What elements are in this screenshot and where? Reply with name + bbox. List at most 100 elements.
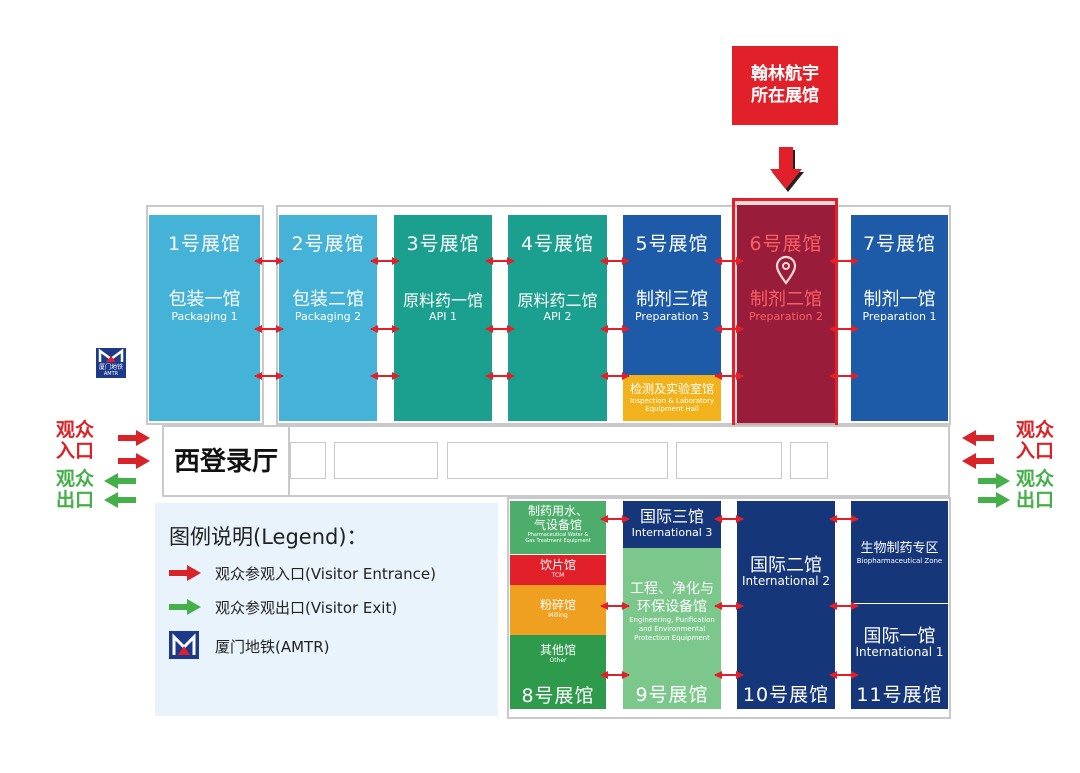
exhibitor-hall-callout: 翰林航宇 所在展馆 (732, 46, 838, 125)
metro-station-icon: 厦门地铁 AMTR (96, 348, 126, 378)
legend-metro-icon (169, 631, 199, 659)
left-exit-label: 观众 出口 (50, 469, 100, 511)
connector-arrow (600, 257, 630, 265)
tcm-english: TCM (551, 572, 565, 579)
connector-arrow (485, 257, 515, 265)
legend-metro-text: 厦门地铁(AMTR) (215, 638, 330, 656)
hall-9-english-3: Protection Equipment (634, 634, 710, 642)
hall-8[interactable]: 其他馆 Other 8号展馆 (510, 635, 606, 709)
intl3-english: International 3 (631, 526, 713, 539)
connector-arrow (254, 325, 284, 333)
connector-arrow (600, 671, 630, 679)
inspection-lab-hall[interactable]: 检测及实验室馆 Inspection & Laboratory Equipmen… (623, 375, 721, 421)
milling-english: Milling (548, 612, 568, 619)
hall-3[interactable]: 3号展馆 原料药一馆 API 1 (394, 215, 492, 421)
corridor-room (447, 442, 668, 479)
tcm-hall[interactable]: 饮片馆 TCM (510, 555, 606, 585)
intl3-name: 国际三馆 (639, 507, 704, 526)
left-entrance-l1: 观众 (55, 419, 94, 441)
connector-arrow (714, 515, 744, 523)
connector-arrow (370, 257, 400, 265)
connector-arrow (714, 325, 744, 333)
down-arrow-icon (770, 147, 804, 192)
connector-arrow (829, 515, 859, 523)
hall-6-number: 6号展馆 (749, 233, 823, 255)
inspection-english-1: Inspection & Laboratory (629, 397, 715, 405)
hall-9-number: 9号展馆 (635, 684, 709, 706)
hall-7[interactable]: 7号展馆 制剂一馆 Preparation 1 (851, 215, 948, 421)
other-english: Other (549, 657, 567, 664)
right-entrance-arrow-icon (962, 453, 994, 469)
hall-7-number: 7号展馆 (862, 233, 937, 255)
hall-11[interactable]: 国际一馆 International 1 11号展馆 (851, 604, 948, 709)
hall-7-name: 制剂一馆 (863, 289, 936, 310)
hall-2[interactable]: 2号展馆 包装二馆 Packaging 2 (279, 215, 377, 421)
hall-2-english: Packaging 2 (294, 310, 362, 323)
hall-9-name-2: 环保设备馆 (637, 599, 707, 615)
hall-3-english: API 1 (429, 310, 457, 323)
corridor-room (676, 442, 782, 479)
hall-1-english: Packaging 1 (171, 310, 238, 323)
connector-arrow (600, 325, 630, 333)
hall-3-name: 原料药一馆 (402, 291, 483, 310)
milling-name: 粉碎馆 (539, 598, 576, 612)
right-entrance-label: 观众 入口 (1010, 420, 1060, 462)
inspection-name: 检测及实验室馆 (629, 382, 714, 396)
hall-5-english: Preparation 3 (634, 310, 710, 323)
hall-1-name: 包装一馆 (168, 289, 241, 310)
hall-4[interactable]: 4号展馆 原料药二馆 API 2 (508, 215, 607, 421)
left-exit-l2: 出口 (55, 489, 94, 511)
pharma-water-english-1: Pharmaceutical Water & (527, 532, 589, 538)
lobby-label: 西登录厅 (173, 447, 278, 477)
right-exit-arrow-icon (978, 473, 1010, 489)
connector-arrow (370, 372, 400, 380)
hall-9-english-2: and Environmental (638, 625, 706, 633)
hall-6-highlight (732, 198, 838, 430)
connector-arrow (829, 602, 859, 610)
hall-10[interactable]: 国际二馆 International 2 10号展馆 (737, 501, 835, 709)
left-entrance-arrow-icon (118, 430, 150, 446)
hall-4-name: 原料药二馆 (517, 291, 598, 310)
hall-1-number: 1号展馆 (167, 233, 242, 255)
hall-6[interactable]: 6号展馆 制剂二馆 Preparation 2 (737, 205, 835, 423)
west-registration-hall[interactable]: 西登录厅 (162, 425, 290, 497)
connector-arrow (254, 372, 284, 380)
connector-arrow (600, 602, 630, 610)
metro-logo-icon (172, 633, 196, 655)
pharma-water-english-2: Gas Treatment Equipment (525, 538, 591, 544)
right-exit-arrow-icon (978, 492, 1010, 508)
callout-line-2: 所在展馆 (751, 86, 819, 106)
metro-icon-label-2: AMTR (103, 371, 119, 377)
left-exit-arrow-icon (104, 473, 136, 489)
biopharma-zone[interactable]: 生物制药专区 Biopharmaceutical Zone (851, 501, 948, 603)
connector-arrow (714, 372, 744, 380)
hall-2-name: 包装二馆 (292, 289, 364, 310)
legend-exit-arrow-icon (169, 599, 201, 615)
legend-entrance-arrow-icon (169, 565, 201, 581)
metro-icon-label-1: 厦门地铁 (98, 364, 123, 371)
milling-hall[interactable]: 粉碎馆 Milling (510, 585, 606, 635)
hall-10-name: 国际二馆 (750, 555, 822, 576)
right-exit-l1: 观众 (1015, 468, 1054, 490)
corridor-room (334, 442, 438, 479)
hall-9[interactable]: 工程、净化与 环保设备馆 Engineering, Purification a… (623, 548, 721, 709)
hall-1[interactable]: 1号展馆 包装一馆 Packaging 1 (149, 215, 260, 421)
hall-10-number: 10号展馆 (742, 684, 830, 706)
tcm-name: 饮片馆 (539, 558, 576, 572)
metro-logo-icon (98, 348, 124, 362)
international-3-hall[interactable]: 国际三馆 International 3 (623, 501, 721, 548)
hall-4-english: API 2 (543, 310, 572, 323)
left-entrance-l2: 入口 (55, 440, 94, 462)
legend-title: 图例说明(Legend)： (169, 525, 368, 549)
connector-arrow (485, 325, 515, 333)
callout-line-1: 翰林航宇 (751, 64, 819, 84)
hall-4-number: 4号展馆 (520, 233, 595, 255)
pharma-water-hall[interactable]: 制药用水、 气设备馆 Pharmaceutical Water & Gas Tr… (510, 501, 606, 554)
legend-exit-text: 观众参观出口(Visitor Exit) (215, 599, 398, 617)
connector-arrow (600, 515, 630, 523)
halls-2-7-frame (276, 205, 951, 425)
biopharma-english: Biopharmaceutical Zone (856, 557, 943, 565)
pharma-water-name-2: 气设备馆 (533, 518, 582, 532)
connector-arrow (829, 372, 859, 380)
hall-2-number: 2号展馆 (291, 233, 365, 255)
